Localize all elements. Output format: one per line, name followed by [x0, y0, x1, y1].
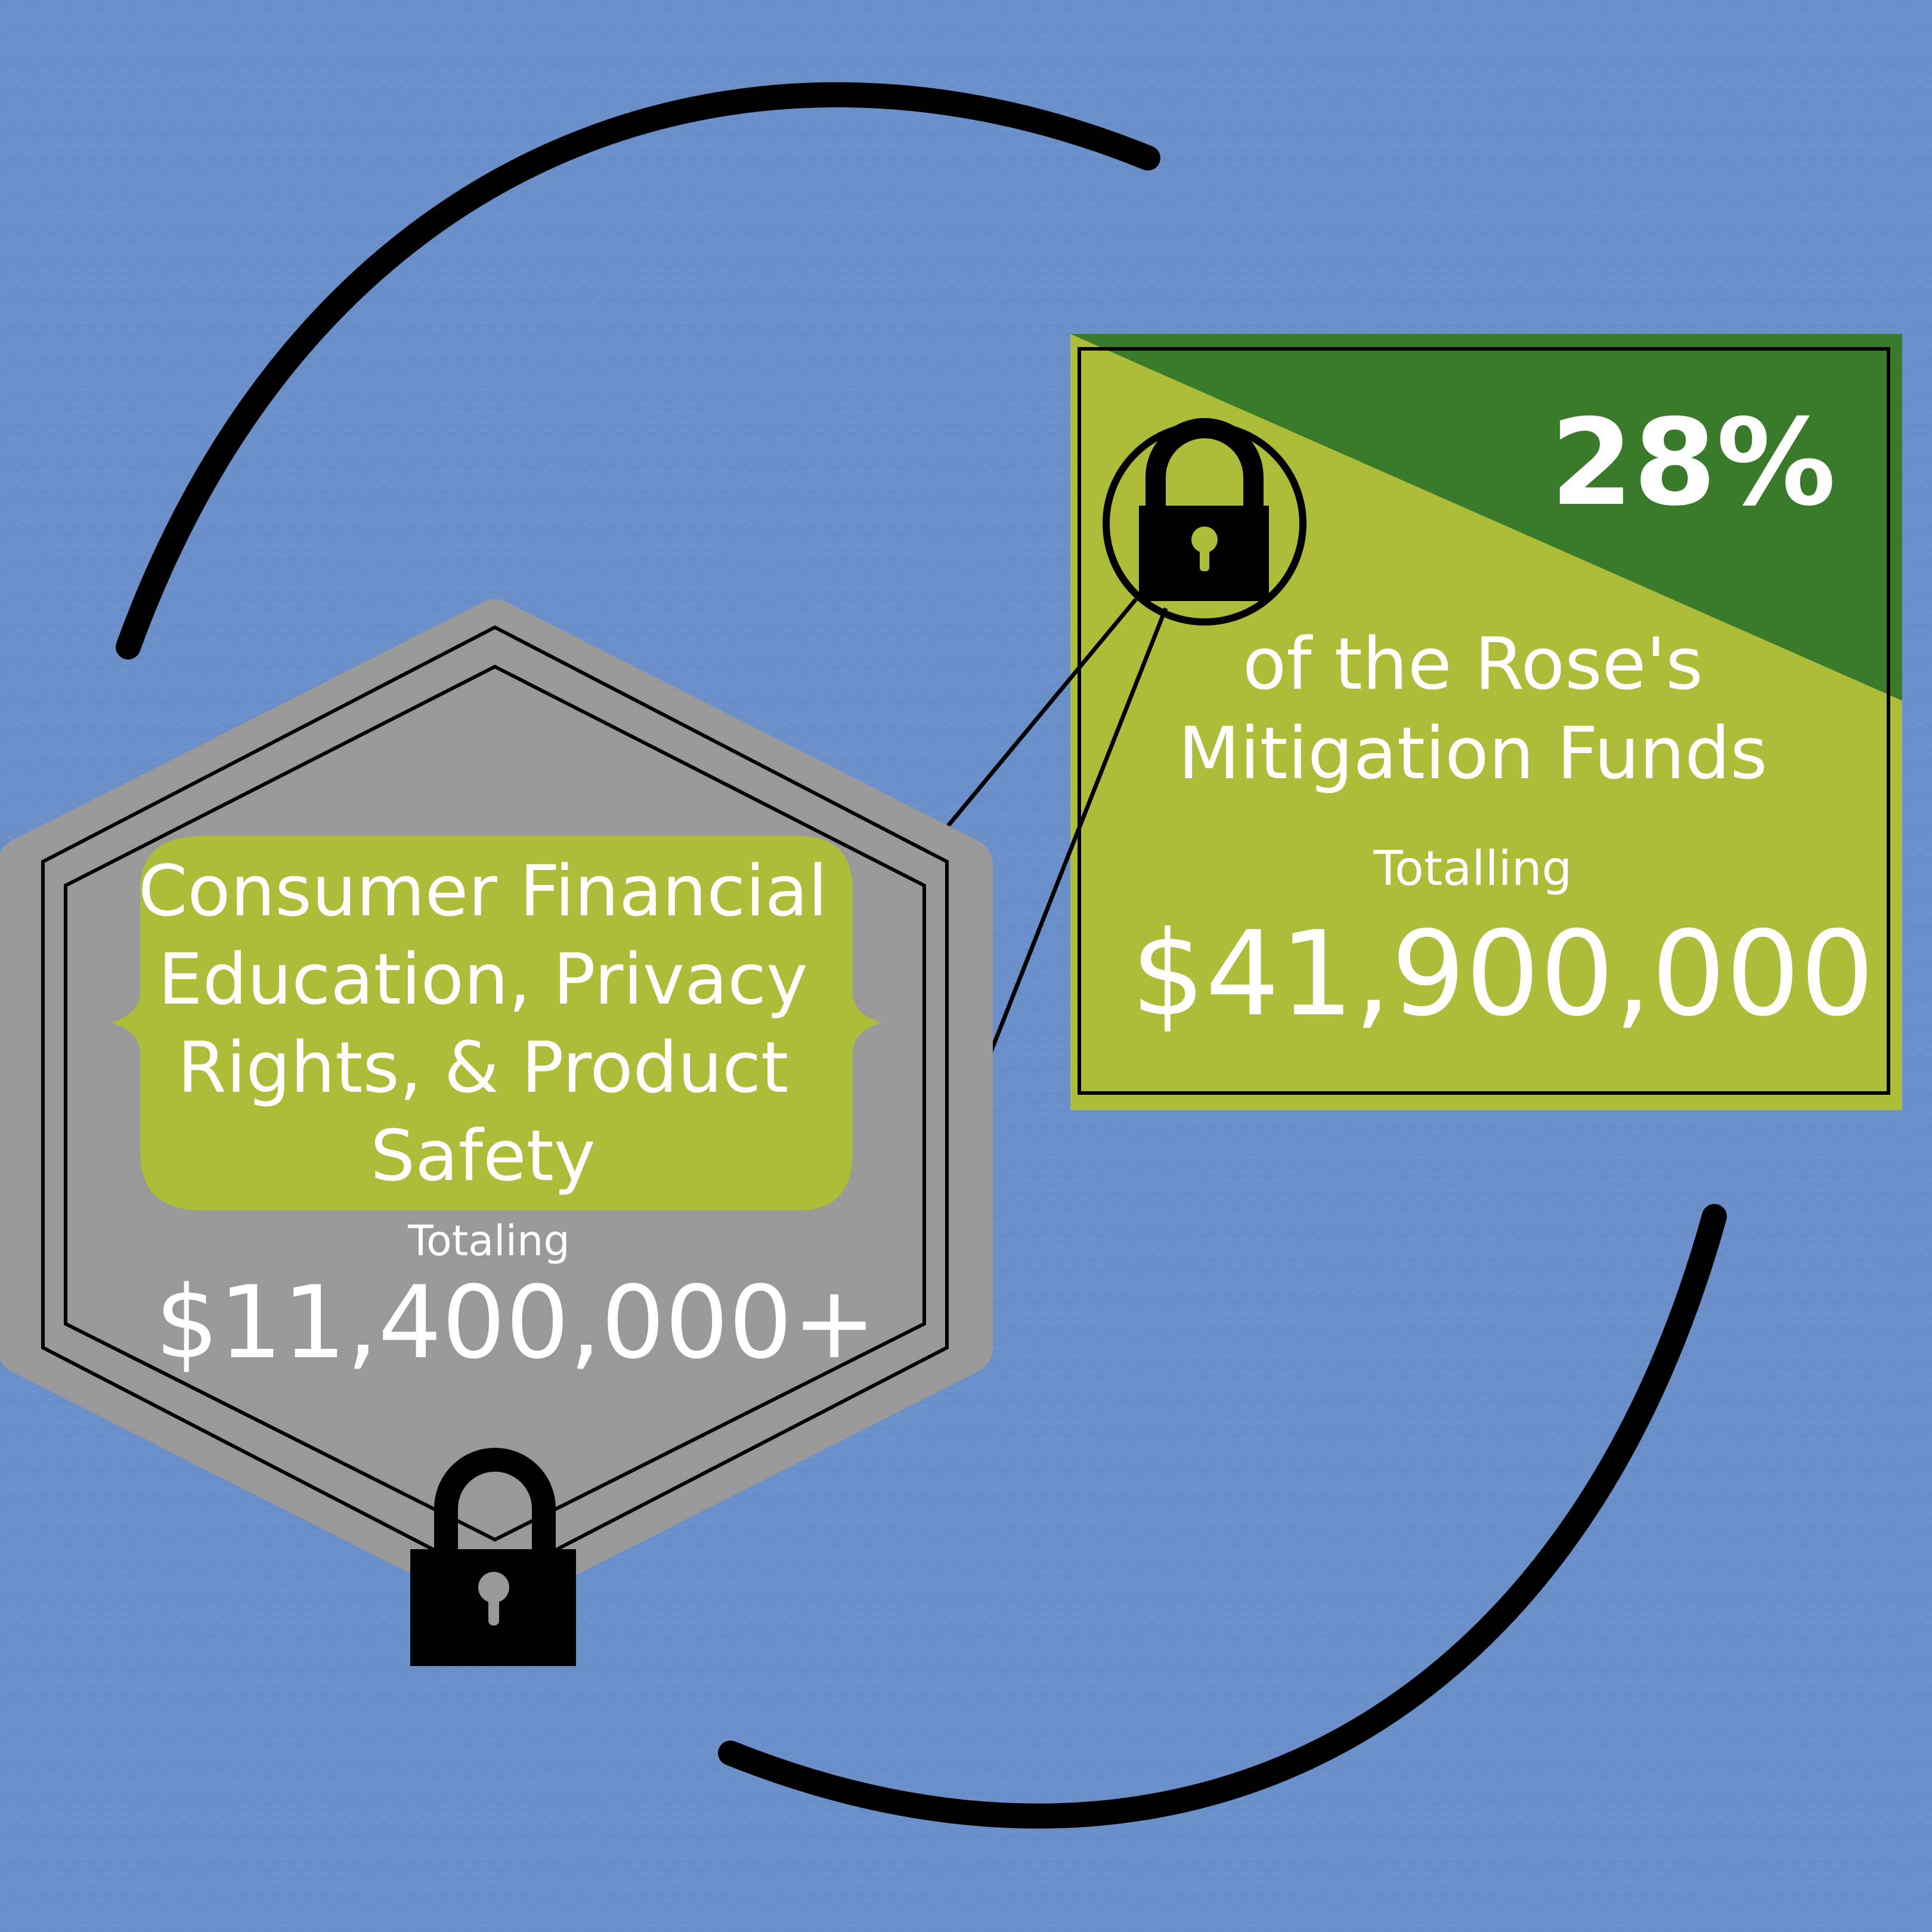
percent-stat: 28% — [1550, 394, 1836, 532]
arc-bottom-right — [718, 1204, 1727, 1829]
box-border — [1078, 347, 1890, 1095]
hexagon-inner-border — [64, 664, 926, 1542]
rose-totalling-label: Totalling — [1373, 841, 1572, 896]
padlock-icon — [410, 1448, 576, 1666]
rose-funds-heading: of the Rose's Mitigation Funds — [1178, 623, 1768, 795]
brace-banner — [110, 836, 883, 1210]
arc-top-left — [116, 82, 1160, 660]
rose-funds-box — [1070, 334, 1902, 1110]
dark-green-corner — [1070, 334, 1902, 701]
rose-amount: $41,900,000 — [1131, 906, 1875, 1042]
connector-line — [964, 607, 1168, 1116]
consumer-amount: $11,400,000+ — [155, 1264, 877, 1381]
consumer-totaling-label: Totaling — [408, 1216, 570, 1265]
consumer-heading: Consumer Financial Education, Privacy Ri… — [138, 850, 828, 1197]
connector-line — [931, 597, 1138, 846]
padlock-circle-icon — [1103, 418, 1306, 626]
